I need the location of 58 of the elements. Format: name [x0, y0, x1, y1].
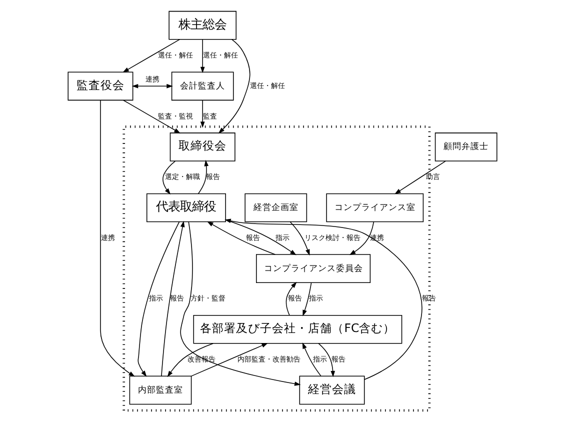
arrow: [122, 39, 180, 72]
edge-label: リスク検討・報告: [304, 232, 360, 242]
node-box: 代表取締役: [146, 193, 226, 222]
edge-label: 方針・監督: [190, 294, 226, 303]
node-box: 取締役会: [170, 132, 236, 162]
edge-label: 報告: [170, 294, 184, 303]
arrow: [302, 342, 322, 376]
arrow: [224, 218, 422, 380]
node-box: 各部署及び子会社・店舗（FC含む）: [193, 314, 402, 344]
edge-label: 助言: [426, 172, 440, 182]
edge-label: 内部監査・改善勧告: [237, 354, 300, 364]
edge-label: 報告: [332, 354, 346, 364]
arrow: [200, 100, 205, 128]
edge-label: 報告: [246, 232, 260, 242]
edge-label: 指示: [309, 294, 324, 303]
arrow: [349, 221, 374, 256]
edge-label: 選定・解職: [164, 172, 200, 182]
edge-label: 選任・解任: [203, 50, 238, 60]
arrow: [180, 221, 301, 386]
arrow: [290, 222, 310, 256]
node-box: コンプライアンス室: [326, 193, 424, 222]
edge-label: 指示: [312, 354, 327, 364]
arrow: [132, 84, 173, 88]
node-box: 経営企画室: [244, 193, 308, 222]
node-box: 内部監査室: [129, 376, 192, 405]
arrow: [200, 39, 205, 74]
edge-label: 報告: [288, 294, 302, 303]
arrow: [218, 39, 250, 134]
node-box: 監査役会: [68, 72, 134, 101]
arrow: [161, 220, 185, 376]
arrow: [286, 282, 297, 316]
node-box: コンプライアンス委員会: [256, 254, 371, 283]
edge-label: 監査・監視: [158, 111, 193, 120]
edge-label: 選任・解任: [250, 80, 285, 90]
edge-label: 指示: [276, 232, 290, 242]
arrow: [138, 222, 180, 377]
node-box: 会計監査人: [171, 72, 234, 101]
edge-label: 報告: [206, 172, 220, 182]
arrow: [225, 220, 296, 256]
node-box: 顧問弁護士: [434, 132, 498, 162]
edge-label: 選任・解任: [158, 50, 193, 60]
edge-label: 連携: [100, 232, 115, 242]
arrow: [162, 160, 176, 195]
arrow: [191, 342, 268, 376]
arrow: [207, 221, 276, 255]
node-box: 経営会議: [299, 376, 365, 405]
arrow: [167, 343, 214, 378]
arrow: [123, 100, 180, 134]
arrow: [198, 160, 209, 194]
arrow: [100, 100, 135, 377]
edge-label: 報告: [422, 294, 436, 303]
edge-label: 連携: [145, 74, 160, 84]
edge-label: 監査: [203, 111, 217, 120]
edge-label: 指示: [149, 294, 164, 303]
arrow: [318, 343, 336, 378]
node-box: 株主総会: [168, 10, 236, 40]
arrow: [302, 282, 312, 316]
arrow: [394, 160, 446, 194]
